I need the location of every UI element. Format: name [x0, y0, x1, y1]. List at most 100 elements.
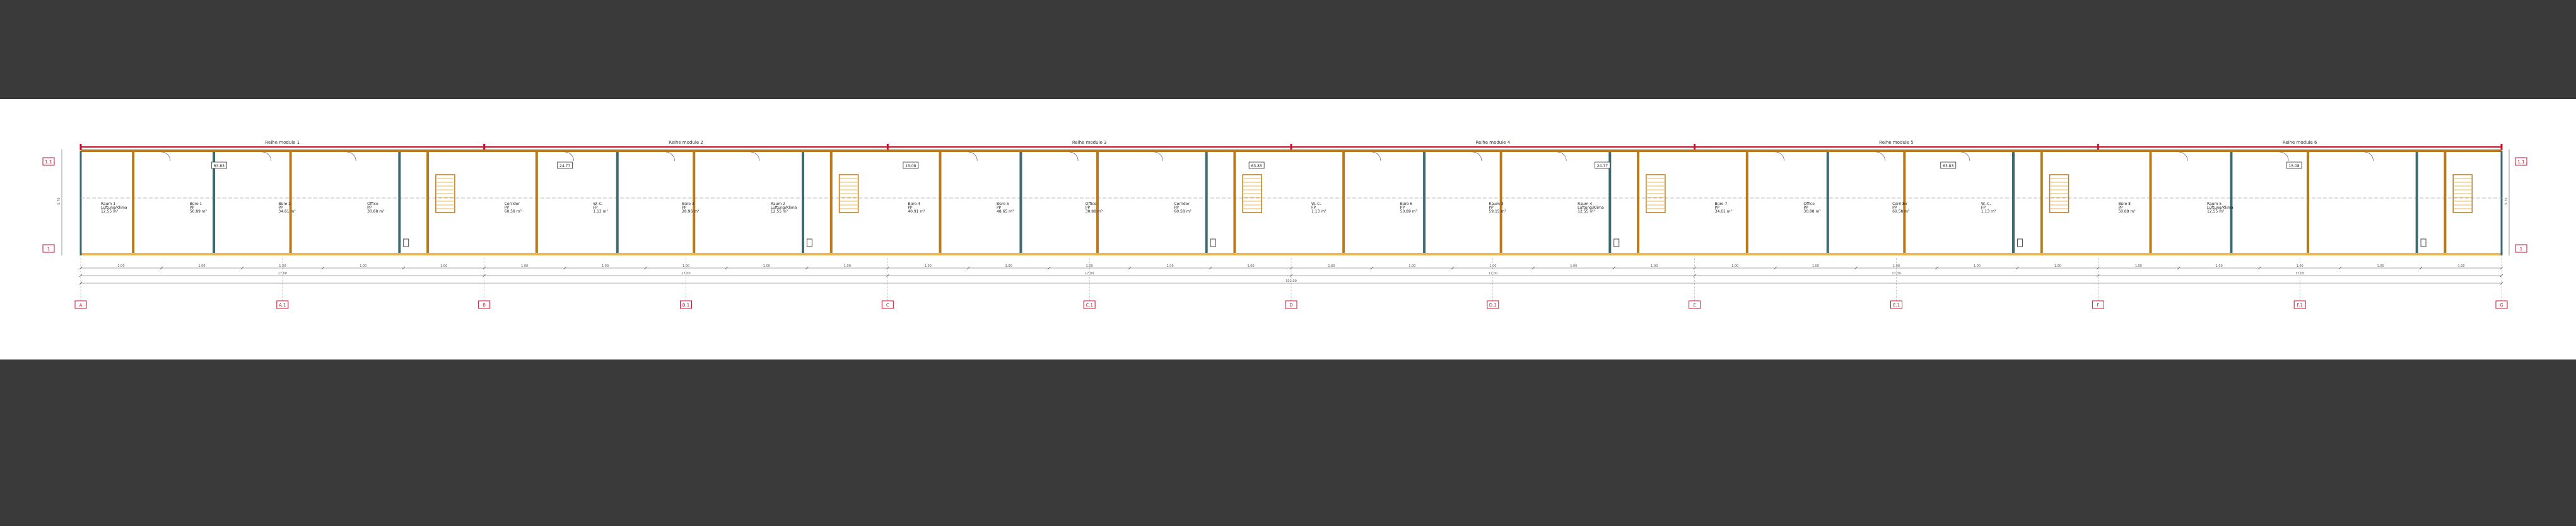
area-tag-box	[557, 161, 573, 169]
room-name: Büro 2	[278, 202, 291, 206]
door-swing	[1876, 151, 1885, 161]
axis-tag: F.1	[2297, 303, 2303, 308]
axis-tag: E	[1693, 303, 1695, 308]
room-detail: PP	[2118, 206, 2123, 210]
room-area: 60.58 m²	[505, 209, 522, 214]
door-swing	[2179, 151, 2188, 161]
axis-tag-box	[2495, 300, 2508, 309]
dimension-value: 1.00	[2457, 264, 2464, 268]
room-area: 59.15 m²	[1489, 209, 1506, 214]
axis-tag: B.1	[682, 303, 689, 308]
room-detail: PP	[1174, 206, 1179, 210]
depth-dimension-value: 5.70	[2505, 197, 2509, 204]
row-tag-box	[2515, 244, 2527, 253]
room-name: Büro 8	[2118, 202, 2131, 206]
axis-tag-box	[1890, 300, 1902, 309]
room-detail: FP	[593, 206, 597, 210]
room-label: W.-C.FP1.13 m²	[593, 202, 608, 214]
section-label: Reihe module 4	[1475, 140, 1510, 145]
room-name: Büro 5	[997, 202, 1009, 206]
room-detail: PP	[367, 206, 372, 210]
room-name: W.-C.	[593, 202, 603, 206]
door-swing	[1472, 151, 1482, 161]
room-name: Raum 5	[2207, 202, 2222, 206]
room-detail: Lüftung/Klima	[101, 206, 127, 210]
dimension-tick	[321, 266, 325, 270]
door-swing	[968, 151, 978, 161]
dimension-tick	[725, 266, 728, 270]
wc-fixture	[1210, 238, 1216, 247]
dimension-tick	[2338, 266, 2342, 270]
room-name: Büro 7	[1715, 202, 1728, 206]
area-tag: 63.83	[1943, 164, 1953, 168]
room-detail: PP	[278, 206, 283, 210]
dimension-tick	[1209, 266, 1212, 270]
dimension-value: 1.00	[1005, 264, 1012, 268]
room-area: 12.55 m²	[771, 209, 788, 214]
dimension-value: 1.00	[844, 264, 851, 268]
area-tag: 24.77	[1597, 164, 1608, 168]
door-swing	[2280, 151, 2289, 161]
axis-tag: E.1	[1893, 303, 1900, 308]
area-tag-box	[211, 161, 227, 169]
axis-tag: F	[2097, 303, 2099, 308]
room-detail: FP	[1981, 206, 1986, 210]
room-name: Corridor	[1174, 202, 1190, 206]
section-label: Reihe module 1	[265, 140, 300, 145]
dimension-tick	[1128, 266, 1132, 270]
door-swing	[161, 151, 171, 161]
north-wall	[81, 149, 2502, 152]
room-detail: PP	[190, 206, 195, 210]
section-label: Reihe module 6	[2283, 140, 2317, 145]
row-tag-box	[2515, 157, 2527, 166]
dimension-value: 1.00	[198, 264, 205, 268]
axis-tag-box	[1487, 300, 1499, 309]
dimension-value: 1.00	[117, 264, 124, 268]
axis-tag-box	[680, 300, 692, 309]
axis-tag: D	[1289, 303, 1292, 308]
area-tag-box	[1248, 161, 1265, 169]
room-name: W.-C.	[1981, 202, 1991, 206]
dimension-tick	[1935, 266, 1938, 270]
row-tag: 1	[47, 247, 50, 252]
dimension-tick	[1451, 266, 1455, 270]
axis-tag: A.1	[279, 303, 286, 308]
dimension-tick	[1612, 266, 1616, 270]
axis-tag-box	[2293, 300, 2306, 309]
room-area: 12.55 m²	[101, 209, 119, 214]
row-tag: 1.1	[2517, 160, 2524, 165]
wc-fixture	[403, 238, 409, 247]
room-area: 60.58 m²	[1892, 209, 1910, 214]
room-label: W.-C.FP1.13 m²	[1981, 202, 1996, 214]
axis-tag: C.1	[1086, 303, 1093, 308]
room-name: Büro 3	[682, 202, 694, 206]
room-area: 1.13 m²	[1311, 209, 1326, 214]
axis-tag: G	[2500, 303, 2503, 308]
row-tag: 1	[2520, 247, 2522, 252]
dimension-tick	[1774, 266, 1777, 270]
dimension-value: 1.00	[763, 264, 770, 268]
room-detail: PP	[997, 206, 1002, 210]
dimension-value: 1.00	[1651, 264, 1658, 268]
room-detail: PP	[505, 206, 510, 210]
area-tag-box	[1940, 161, 1957, 169]
room-name: Office	[1086, 202, 1097, 206]
dimension-tick	[966, 266, 970, 270]
dimension-tick	[805, 266, 809, 270]
dimension-tick	[160, 266, 163, 270]
